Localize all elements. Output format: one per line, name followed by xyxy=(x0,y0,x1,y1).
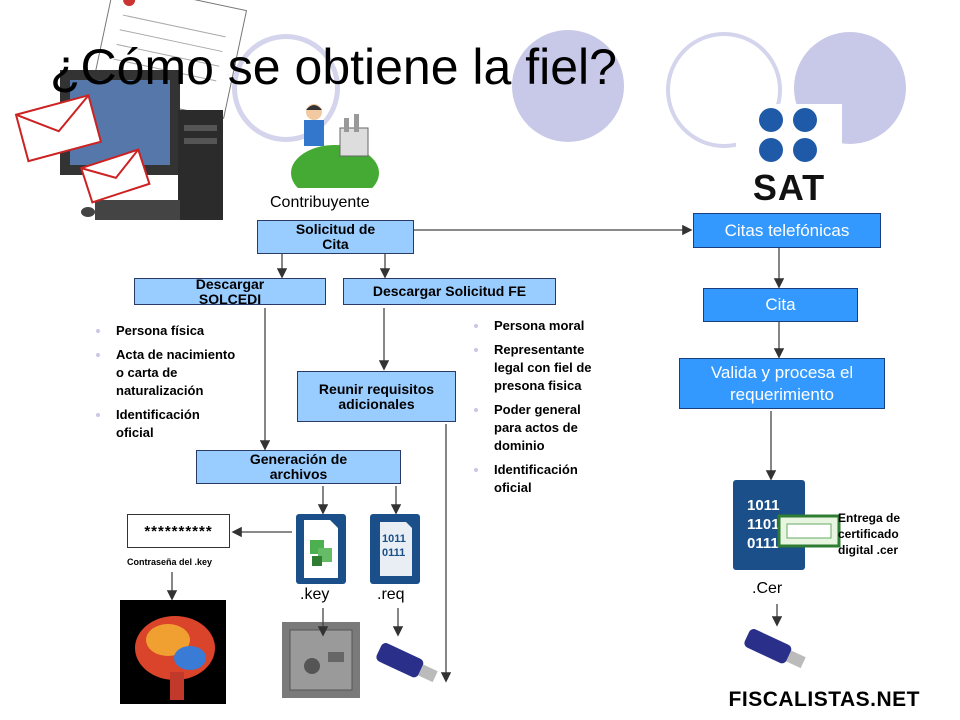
valida-procesa-box: Valida y procesa el requerimiento xyxy=(679,358,885,409)
entrega-text: Entrega de certificado digital .cer xyxy=(838,511,901,557)
cer-file-icon: 1011 1101 0111 xyxy=(733,480,841,570)
brand-footer: FISCALISTAS.NET xyxy=(728,688,920,711)
sat-logo-text: SAT xyxy=(752,167,826,208)
req-label: .req xyxy=(377,586,405,603)
sat-logo-dots-icon xyxy=(759,108,817,162)
list-item: Acta de nacimiento o carta de naturaliza… xyxy=(90,346,240,400)
computer-clipart xyxy=(14,0,248,220)
decor-circle-2 xyxy=(512,30,624,142)
certificate-badge-icon xyxy=(777,514,841,548)
contribuyente-label: Contribuyente xyxy=(270,194,370,211)
solicitud-cita-box: Solicitud de Cita xyxy=(257,220,414,254)
contribuyente-icon xyxy=(291,104,379,188)
req-file-icon: 1011 0111 xyxy=(370,514,420,584)
decor-circle-1 xyxy=(232,34,340,142)
decor-circle-3 xyxy=(666,32,782,148)
key-file-glyph-icon xyxy=(304,520,338,578)
citas-telefonicas-box: Citas telefónicas xyxy=(693,213,881,248)
generacion-archivos-box: Generación de archivos xyxy=(196,450,401,484)
usb-drive-icon-1 xyxy=(376,643,438,683)
list-item: Identificación oficial xyxy=(90,406,240,442)
list-item: Poder general para actos de dominio xyxy=(468,401,596,455)
descargar-solcedi-box: Descargar SOLCEDI xyxy=(134,278,326,305)
password-text: ********** xyxy=(144,523,213,540)
cer-file-text: 1011 1101 0111 xyxy=(747,497,780,552)
cer-label: .Cer xyxy=(752,580,783,597)
password-box: ********** xyxy=(127,514,230,548)
list-item: Representante legal con fiel de presona … xyxy=(468,341,596,395)
usb-drive-icon-2 xyxy=(744,629,806,669)
list-item: Persona moral xyxy=(468,317,596,335)
list-item: Persona física xyxy=(90,322,240,340)
page-title: ¿Cómo se obtiene la fiel? xyxy=(50,39,617,95)
req-file-glyph-icon xyxy=(380,522,412,576)
reunir-requisitos-box: Reunir requisitos adicionales xyxy=(297,371,456,422)
password-caption: Contraseña del .key xyxy=(127,557,213,567)
persona-moral-list: Persona moral Representante legal con fi… xyxy=(468,317,596,503)
req-file-text: 1011 0111 xyxy=(382,533,406,559)
descargar-solicitud-fe-box: Descargar Solicitud FE xyxy=(343,278,556,305)
persona-fisica-list: Persona física Acta de nacimiento o cart… xyxy=(90,322,240,448)
sat-logo: SAT xyxy=(736,104,842,206)
key-label: .key xyxy=(300,586,330,603)
safe-image xyxy=(282,622,360,698)
brain-image xyxy=(120,600,226,704)
key-file-icon xyxy=(296,514,346,584)
list-item: Identificación oficial xyxy=(468,461,596,497)
